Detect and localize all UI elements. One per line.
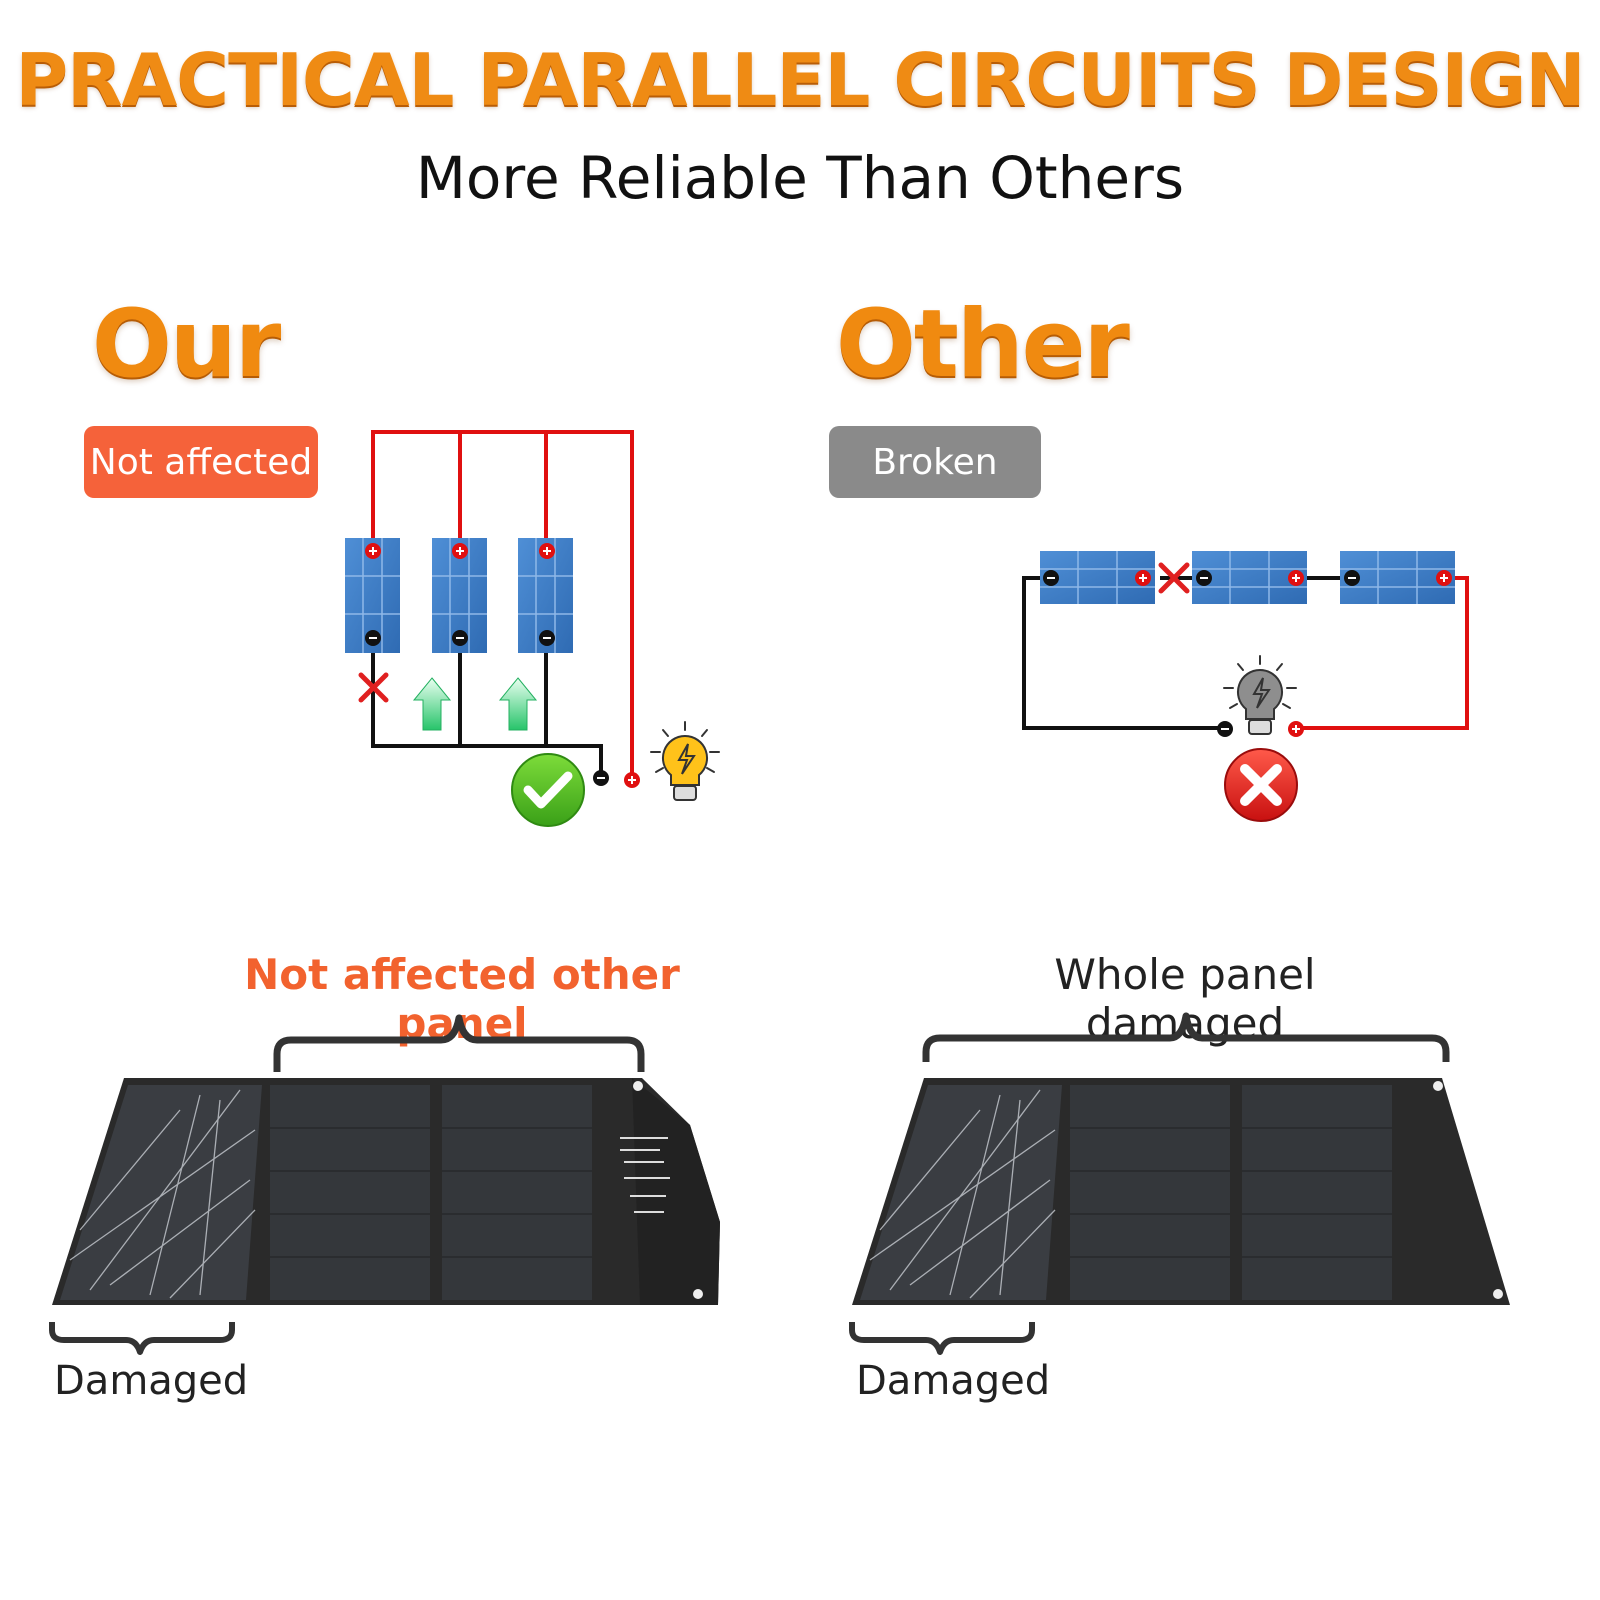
main-title: PRACTICAL PARALLEL CIRCUITS DESIGN [15, 38, 1585, 122]
error-x-icon [1224, 748, 1298, 822]
damaged-panel-section [60, 1085, 262, 1300]
brace-healthy [273, 1014, 645, 1072]
left-damaged-label: Damaged [54, 1358, 249, 1404]
healthy-panel-section [270, 1085, 592, 1300]
our-heading: Our [92, 290, 281, 399]
right-damaged-label: Damaged [856, 1358, 1051, 1404]
brace-damaged [849, 1322, 1035, 1355]
brace-damaged [49, 1322, 235, 1355]
healthy-panel-section [1070, 1085, 1392, 1300]
break-x-icon [1158, 562, 1190, 594]
brace-whole [922, 1012, 1450, 1062]
negative-wires [371, 650, 603, 778]
checkmark-icon [511, 753, 585, 827]
series-wires [1022, 576, 1469, 730]
lightbulb-icon [650, 721, 720, 801]
plus-terminal-icon [365, 543, 640, 788]
minus-terminal-icon [365, 630, 609, 786]
positive-wires [371, 430, 634, 778]
series-cell-1 [1040, 551, 1155, 604]
break-x-icon [358, 672, 389, 703]
subtitle: More Reliable Than Others [415, 144, 1185, 212]
minus-terminal-icon [1043, 570, 1360, 737]
other-heading: Other [836, 290, 1130, 399]
damaged-panel-section [860, 1085, 1062, 1300]
not-affected-badge: Not affected [84, 426, 318, 498]
up-arrow-icon [412, 677, 538, 731]
broken-badge: Broken [829, 426, 1041, 498]
left-panel-caption: Not affected other panel [244, 950, 680, 1048]
plus-terminal-icon [1135, 570, 1452, 737]
lightbulb-icon [1223, 655, 1297, 735]
